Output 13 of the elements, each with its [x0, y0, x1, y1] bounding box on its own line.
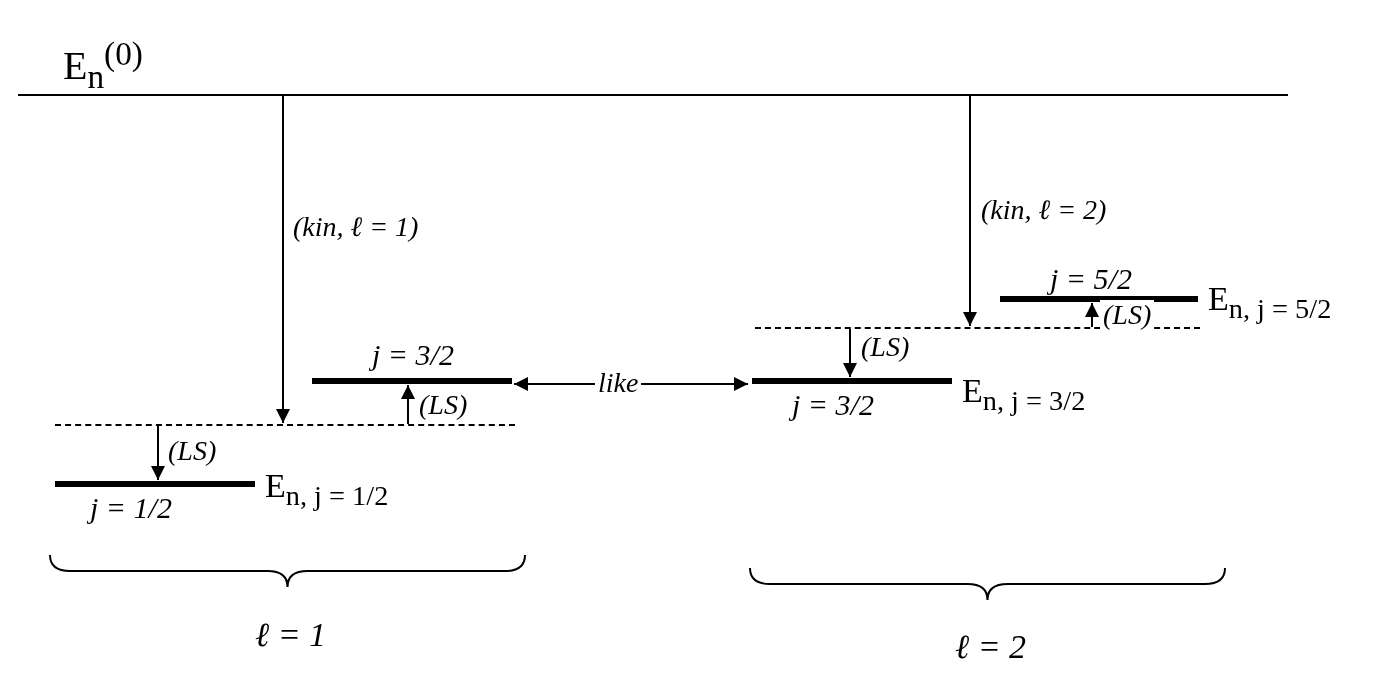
energy-label: E$_{n, j = 5/2}$ — [1208, 282, 1332, 326]
arrow — [401, 384, 415, 425]
arrow — [1085, 302, 1099, 328]
dashed-energy-level — [55, 424, 515, 426]
group-label: ℓ = 1 — [255, 618, 327, 652]
arrow — [276, 95, 290, 424]
arrow — [963, 95, 977, 327]
arrow — [843, 328, 857, 378]
group-label: ℓ = 2 — [955, 630, 1027, 664]
edge-label: (LS) — [1100, 300, 1155, 330]
energy-label: E$_{n, j = 1/2}$ — [265, 469, 389, 513]
arrow — [151, 425, 165, 481]
energy-label: E$_{n, j = 3/2}$ — [962, 374, 1086, 418]
